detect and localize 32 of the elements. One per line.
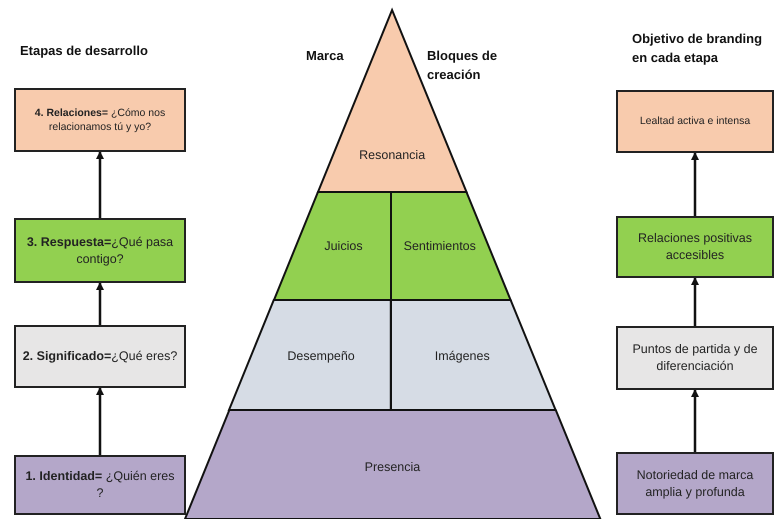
pyramid-text: Juicios <box>324 239 363 253</box>
arrow <box>691 277 699 326</box>
box-text: Notoriedad de marca amplia y profunda <box>636 466 754 500</box>
stage-box <box>14 88 186 152</box>
arrow <box>691 152 699 216</box>
arrow <box>691 389 699 452</box>
heading-label: Etapas de desarrollo <box>20 42 149 60</box>
heading-label: Marca <box>306 47 345 65</box>
stage-box <box>616 326 774 390</box>
pyramid-text: Desempeño <box>287 349 355 363</box>
heading-label: Objetivo de branding en cada etapa <box>632 30 762 67</box>
stage-box <box>14 455 186 515</box>
box-text: 3. Respuesta=¿Qué pasa contigo? <box>26 234 174 268</box>
box-text: 2. Significado=¿Qué eres? <box>22 348 178 365</box>
box-text: Lealtad activa e intensa <box>640 114 750 129</box>
heading-label: Bloques de creación <box>427 47 498 84</box>
pyramid-text: Resonancia <box>359 148 426 162</box>
box-text: 4. Relaciones= ¿Cómo nos relacionamos tú y yo? <box>34 106 166 134</box>
box-text: 1. Identidad= ¿Quién eres ? <box>24 468 176 502</box>
pyramid-text: Sentimientos <box>404 239 476 253</box>
arrow <box>96 387 104 455</box>
stage-box <box>616 452 774 515</box>
arrow <box>96 282 104 325</box>
stage-box <box>14 325 186 388</box>
stage-box <box>616 90 774 153</box>
pyramid-text: Presencia <box>364 460 420 474</box>
stage-box <box>616 216 774 278</box>
stage-box <box>14 218 186 283</box>
box-text: Puntos de partida y de diferenciación <box>631 341 759 375</box>
pyramid-text: Imágenes <box>434 349 490 363</box>
arrow <box>96 151 104 218</box>
box-text: Relaciones positivas accesibles <box>637 230 753 264</box>
